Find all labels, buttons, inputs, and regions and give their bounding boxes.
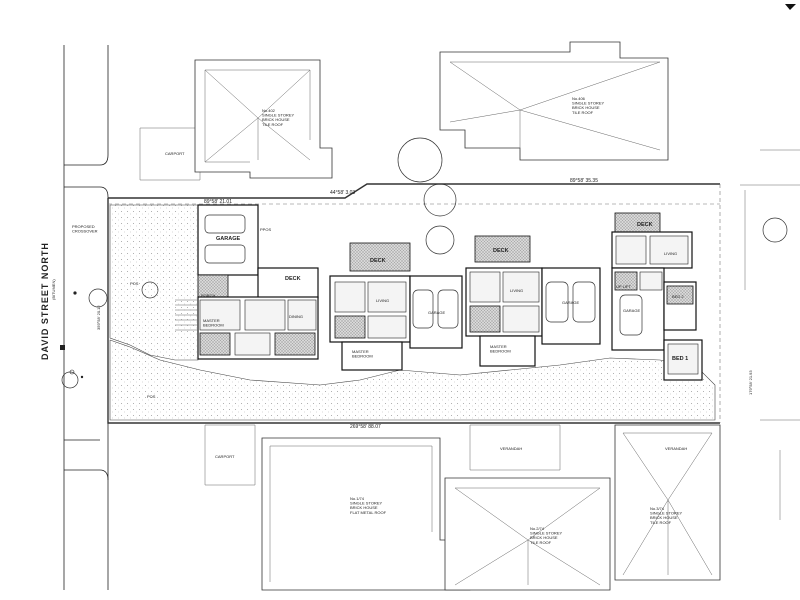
- unit3-garage: GARAGE: [562, 300, 579, 305]
- neighbour-house-sm: [444, 424, 611, 591]
- unit1-pos: PPOS: [260, 227, 271, 232]
- corner-glyph: [785, 4, 796, 10]
- street-name: DAVID STREET NORTH: [40, 242, 50, 360]
- carport-north: CARPORT: [165, 151, 185, 156]
- unit3-deck: DECK: [493, 248, 509, 254]
- pos-front-2: POS: [147, 394, 156, 399]
- unit3-living: LIVING: [510, 288, 523, 293]
- unit2-garage: GARAGE: [428, 310, 445, 315]
- neighbour-house-se: [614, 424, 721, 581]
- unit-2: [329, 242, 463, 371]
- unit-4: [611, 212, 703, 381]
- unit4-garage: GARAGE: [623, 308, 640, 313]
- street-surface: (BITUMEN): [51, 279, 56, 300]
- unit1-porch: PORCH: [201, 293, 216, 298]
- trees-boundary: [61, 137, 457, 389]
- unit4-up-lift: UP LIFT: [616, 284, 631, 289]
- neighbour-house-sw: [204, 424, 471, 591]
- unit4-bed1: BED 1: [672, 356, 688, 362]
- bearing-top-right: 89°58' 35.35: [570, 178, 598, 184]
- unit4-bed2: BED 2: [672, 294, 684, 299]
- pos-front: POS: [130, 281, 139, 286]
- bearing-top-mid: 44°58' 3.03: [330, 190, 355, 196]
- landscape-front: [109, 204, 199, 361]
- unit2-deck: DECK: [370, 258, 386, 264]
- verandah-1: VERANDAH: [500, 446, 522, 451]
- bearing-bottom: 269°58' 88.07: [350, 424, 381, 430]
- unit4-deck: DECK: [637, 222, 653, 228]
- unit1-garage: GARAGE: [216, 236, 240, 242]
- unit1-dining: DINING: [289, 314, 303, 319]
- neighbour-house-nw: [139, 59, 333, 181]
- lot-boundary: [107, 183, 721, 424]
- verandah-2: VERANDAH: [665, 446, 687, 451]
- bearing-top-left: 89°58' 21.01: [204, 199, 232, 205]
- right-edge-structures: [740, 149, 800, 520]
- bearing-right: 179°58' 21.93: [748, 370, 753, 395]
- unit2-living: LIVING: [376, 298, 389, 303]
- carport-south: CARPORT: [215, 454, 235, 459]
- landscape-driveway: [109, 339, 716, 421]
- bearing-left: 359°58' 20.12: [96, 305, 101, 330]
- unit4-living: LIVING: [664, 251, 677, 256]
- neighbour-house-ne: [439, 41, 669, 161]
- unit-3: [465, 235, 601, 367]
- unit1-deck: DECK: [285, 276, 301, 282]
- unit-1: [175, 204, 319, 360]
